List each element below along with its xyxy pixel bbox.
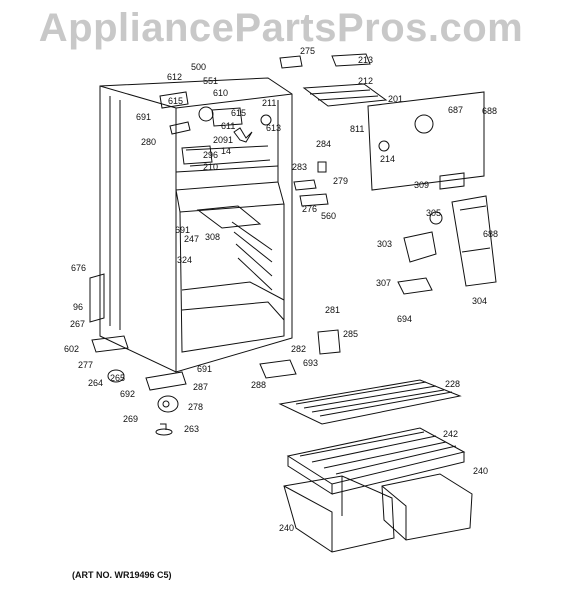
part-label-96: 96 bbox=[73, 302, 83, 312]
part-label-560: 560 bbox=[321, 211, 336, 221]
part-label-287: 287 bbox=[193, 382, 208, 392]
side-parts bbox=[293, 161, 497, 355]
part-label-201: 201 bbox=[388, 94, 403, 104]
part-label-688: 688 bbox=[482, 106, 497, 116]
part-label-693: 693 bbox=[303, 358, 318, 368]
bottom-parts bbox=[107, 359, 297, 436]
part-label-324: 324 bbox=[177, 255, 192, 265]
part-label-279: 279 bbox=[333, 176, 348, 186]
art-number: (ART NO. WR19496 C5) bbox=[72, 570, 172, 580]
part-label-303: 303 bbox=[377, 239, 392, 249]
part-label-265: 265 bbox=[110, 373, 125, 383]
part-label-280: 280 bbox=[141, 137, 156, 147]
part-label-676: 676 bbox=[71, 263, 86, 273]
part-label-305: 305 bbox=[426, 208, 441, 218]
part-label-213: 213 bbox=[358, 55, 373, 65]
part-label-613: 613 bbox=[266, 123, 281, 133]
part-label-282: 282 bbox=[291, 344, 306, 354]
part-label-811: 811 bbox=[350, 124, 364, 134]
part-label-210: 210 bbox=[203, 162, 218, 172]
part-label-612: 612 bbox=[167, 72, 182, 82]
part-label-264: 264 bbox=[88, 378, 103, 388]
part-label-284: 284 bbox=[316, 139, 331, 149]
part-label-615: 615 bbox=[231, 108, 246, 118]
watermark: AppliancePartsPros.com bbox=[38, 6, 524, 50]
part-label-2091: 2091 bbox=[213, 135, 233, 145]
part-label-285: 285 bbox=[343, 329, 358, 339]
part-label-296: 296 bbox=[203, 150, 218, 160]
part-label-304: 304 bbox=[472, 296, 487, 306]
cabinet bbox=[89, 77, 293, 373]
part-label-687: 687 bbox=[448, 105, 463, 115]
part-label-14: 14 bbox=[221, 146, 231, 156]
part-label-692: 692 bbox=[120, 389, 135, 399]
part-label-228: 228 bbox=[445, 379, 460, 389]
part-label-211: 211 bbox=[262, 98, 276, 108]
part-label-283: 283 bbox=[292, 162, 307, 172]
crisper-drawers bbox=[283, 473, 473, 553]
part-label-694: 694 bbox=[397, 314, 412, 324]
evaporator-cover bbox=[367, 91, 485, 191]
part-label-263: 263 bbox=[184, 424, 199, 434]
part-label-615: 615 bbox=[168, 96, 183, 106]
part-label-602: 602 bbox=[64, 344, 79, 354]
part-label-691: 691 bbox=[136, 112, 151, 122]
part-label-242: 242 bbox=[443, 429, 458, 439]
part-label-611: 611 bbox=[221, 121, 235, 131]
part-label-308: 308 bbox=[205, 232, 220, 242]
part-label-277: 277 bbox=[78, 360, 93, 370]
part-label-281: 281 bbox=[325, 305, 340, 315]
part-label-309: 309 bbox=[414, 180, 429, 190]
part-label-247: 247 bbox=[184, 234, 199, 244]
part-label-688: 688 bbox=[483, 229, 498, 239]
part-label-240: 240 bbox=[279, 523, 294, 533]
top-parts bbox=[159, 53, 388, 165]
part-label-610: 610 bbox=[213, 88, 228, 98]
part-label-267: 267 bbox=[70, 319, 85, 329]
part-label-307: 307 bbox=[376, 278, 391, 288]
crisper-cover bbox=[286, 427, 466, 495]
part-label-269: 269 bbox=[123, 414, 138, 424]
wire-shelf bbox=[278, 379, 462, 425]
part-label-551: 551 bbox=[203, 76, 218, 86]
part-label-691: 691 bbox=[175, 225, 190, 235]
part-label-500: 500 bbox=[191, 62, 206, 72]
part-label-214: 214 bbox=[380, 154, 395, 164]
part-label-691: 691 bbox=[197, 364, 212, 374]
part-label-278: 278 bbox=[188, 402, 203, 412]
part-label-212: 212 bbox=[358, 76, 373, 86]
part-label-276: 276 bbox=[302, 204, 317, 214]
part-label-240: 240 bbox=[473, 466, 488, 476]
part-label-275: 275 bbox=[300, 46, 315, 56]
part-label-288: 288 bbox=[251, 380, 266, 390]
